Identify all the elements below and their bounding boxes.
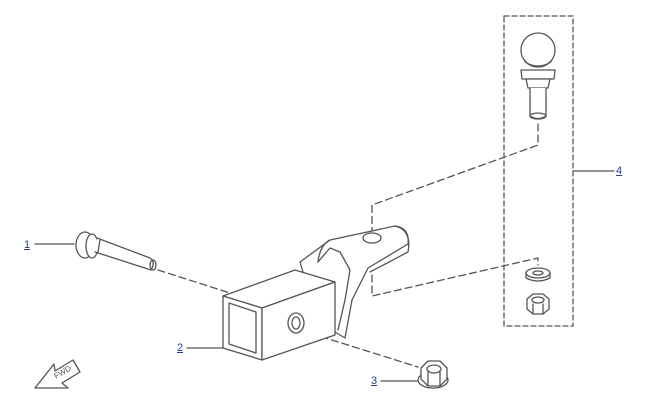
flange-nut (417, 360, 449, 389)
hitch-ball (520, 32, 556, 120)
callout-4[interactable]: 4 (616, 165, 623, 177)
assembly-path-ball (371, 123, 539, 241)
receiver-tube (222, 269, 336, 361)
ball-nut (526, 293, 550, 315)
assembly-path-bolt (157, 269, 234, 295)
callout-2[interactable]: 2 (177, 342, 184, 354)
bolt (75, 231, 157, 271)
fwd-arrow-icon: FWD (34, 359, 81, 389)
assembly-path-nut (371, 257, 539, 297)
lock-washer (525, 267, 551, 282)
assembly-path-flange-nut (299, 329, 419, 368)
callout-1[interactable]: 1 (24, 239, 31, 251)
callout-3[interactable]: 3 (371, 375, 378, 387)
